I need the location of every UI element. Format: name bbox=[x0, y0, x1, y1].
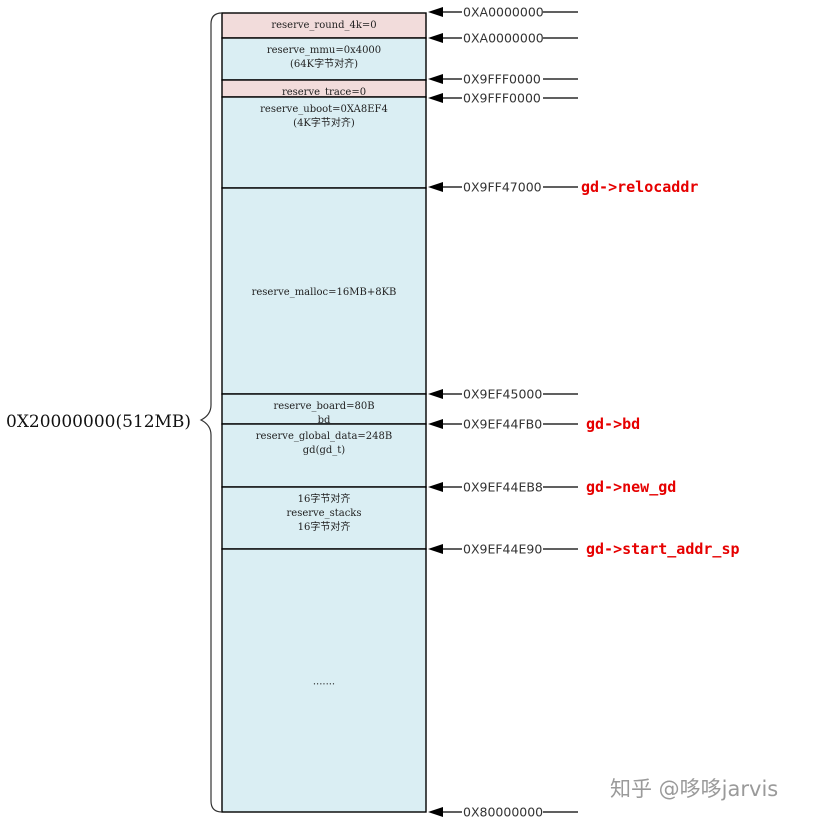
block-rect bbox=[221, 187, 427, 395]
arrow-head bbox=[428, 419, 443, 429]
block-rect bbox=[221, 423, 427, 488]
address-marker: 0X9FF47000 gd->relocaddr bbox=[428, 178, 698, 196]
block-label: reserve_global_data=248B bbox=[256, 431, 392, 442]
block-rect bbox=[221, 12, 427, 39]
arrow-head bbox=[428, 93, 443, 103]
block-label: (64K字节对齐) bbox=[290, 57, 358, 70]
address-label: 0X9EF45000 bbox=[463, 387, 542, 402]
block-label: 16字节对齐 bbox=[298, 520, 351, 533]
address-markers: 0XA0000000 0XA0000000 0X9FFF0000 0X9FFF0000… bbox=[428, 5, 740, 820]
address-marker: 0X9EF44E90 gd->start_addr_sp bbox=[428, 540, 740, 558]
block-label: reserve_stacks bbox=[287, 508, 362, 519]
memory-block: reserve_malloc=16MB+8KB bbox=[221, 187, 427, 395]
address-marker: 0X9EF44EB8 gd->new_gd bbox=[428, 478, 676, 496]
block-label: 16字节对齐 bbox=[298, 492, 351, 505]
arrow-head bbox=[428, 482, 443, 492]
pointer-label: gd->new_gd bbox=[586, 478, 676, 496]
address-label: 0XA0000000 bbox=[463, 31, 544, 46]
memory-block: reserve_global_data=248B gd(gd_t) bbox=[221, 423, 427, 488]
memory-block: reserve_round_4k=0 bbox=[221, 12, 427, 39]
address-marker: 0X9EF45000 bbox=[428, 387, 578, 402]
watermark-text: 知乎 @哆哆jarvis bbox=[610, 777, 778, 801]
block-label: reserve_trace=0 bbox=[282, 87, 366, 98]
address-marker: 0X80000000 bbox=[428, 805, 578, 820]
block-label: ....... bbox=[313, 677, 335, 688]
arrow-head bbox=[428, 807, 443, 817]
memory-blocks: reserve_round_4k=0 reserve_mmu=0x4000(64K… bbox=[221, 12, 427, 813]
address-label: 0XA0000000 bbox=[463, 5, 544, 20]
total-size-brace: 0X20000000(512MB) bbox=[6, 12, 223, 813]
memory-block: ....... bbox=[221, 548, 427, 813]
block-label: reserve_uboot=0XA8EF4 bbox=[260, 104, 388, 115]
pointer-label: gd->relocaddr bbox=[581, 178, 698, 196]
address-label: 0X9FFF0000 bbox=[463, 91, 541, 106]
block-rect bbox=[221, 548, 427, 813]
pointer-label: gd->start_addr_sp bbox=[586, 540, 740, 558]
block-rect bbox=[221, 486, 427, 550]
block-rect bbox=[221, 96, 427, 189]
block-label: reserve_mmu=0x4000 bbox=[267, 45, 381, 56]
total-size-label: 0X20000000(512MB) bbox=[6, 412, 191, 432]
address-marker: 0XA0000000 bbox=[428, 31, 578, 46]
address-label: 0X9FF47000 bbox=[463, 180, 542, 195]
block-label: reserve_board=80B bbox=[273, 401, 374, 412]
address-marker: 0X9FFF0000 bbox=[428, 91, 578, 106]
arrow-head bbox=[428, 389, 443, 399]
block-label: reserve_malloc=16MB+8KB bbox=[252, 287, 397, 298]
address-label: 0X9EF44FB0 bbox=[463, 417, 542, 432]
block-rect bbox=[221, 37, 427, 81]
block-label: (4K字节对齐) bbox=[293, 116, 355, 129]
arrow-head bbox=[428, 33, 443, 43]
address-label: 0X9FFF0000 bbox=[463, 72, 541, 87]
address-marker: 0XA0000000 bbox=[428, 5, 578, 20]
address-label: 0X9EF44EB8 bbox=[463, 480, 543, 495]
address-marker: 0X9EF44FB0 gd->bd bbox=[428, 415, 640, 433]
arrow-head bbox=[428, 7, 443, 17]
address-marker: 0X9FFF0000 bbox=[428, 72, 578, 87]
arrow-head bbox=[428, 182, 443, 192]
curly-brace bbox=[199, 12, 223, 813]
pointer-label: gd->bd bbox=[586, 415, 640, 433]
memory-block: reserve_mmu=0x4000(64K字节对齐) bbox=[221, 37, 427, 81]
arrow-head bbox=[428, 74, 443, 84]
memory-block: reserve_uboot=0XA8EF4(4K字节对齐) bbox=[221, 96, 427, 189]
block-label: reserve_round_4k=0 bbox=[271, 20, 376, 31]
block-label: gd(gd_t) bbox=[303, 445, 346, 456]
arrow-head bbox=[428, 544, 443, 554]
address-label: 0X9EF44E90 bbox=[463, 542, 542, 557]
address-label: 0X80000000 bbox=[463, 805, 543, 820]
memory-block: reserve_trace=0 bbox=[221, 79, 427, 98]
block-label: bd bbox=[318, 415, 331, 426]
